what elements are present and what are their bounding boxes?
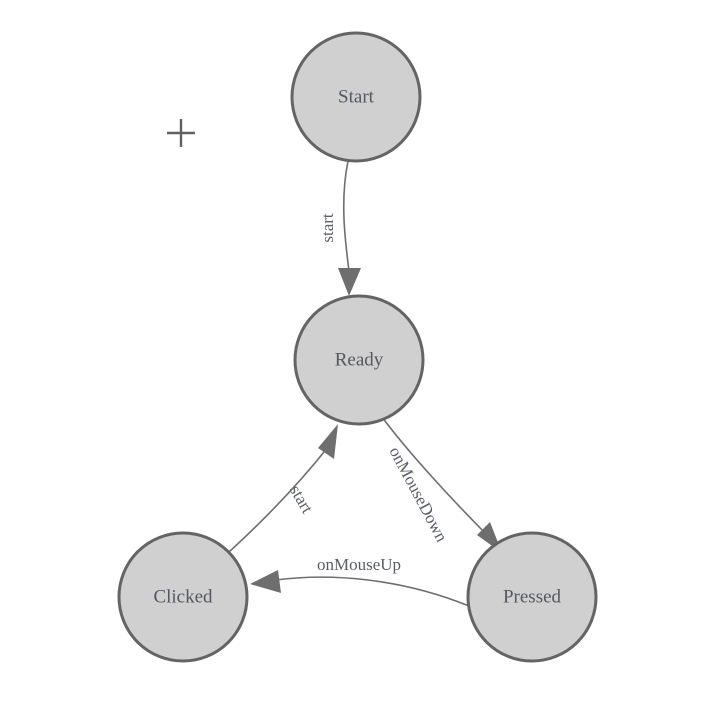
edge-label-clicked-to-ready: start bbox=[286, 482, 317, 517]
edge-start-to-ready-arrowhead bbox=[338, 268, 361, 296]
edge-pressed-to-clicked[interactable]: onMouseUp bbox=[250, 555, 470, 607]
node-start-circle bbox=[290, 31, 422, 163]
node-ready[interactable]: Ready bbox=[293, 294, 425, 426]
node-ready-label: Ready bbox=[335, 349, 384, 370]
edge-pressed-to-clicked-path bbox=[275, 576, 470, 607]
node-ready-circle bbox=[293, 294, 425, 426]
edge-clicked-to-ready[interactable]: start bbox=[228, 424, 338, 553]
node-clicked-circle bbox=[117, 531, 249, 663]
edge-start-to-ready[interactable]: start bbox=[318, 160, 361, 296]
edge-clicked-to-ready-path bbox=[228, 446, 329, 553]
node-clicked[interactable]: Clicked bbox=[117, 531, 249, 663]
node-clicked-label: Clicked bbox=[153, 586, 213, 607]
edge-label-ready-to-pressed: onMouseDown bbox=[385, 444, 451, 546]
edge-clicked-to-ready-arrowhead bbox=[318, 424, 338, 459]
edge-ready-to-pressed[interactable]: onMouseDown bbox=[381, 416, 502, 553]
edge-label-start-to-ready: start bbox=[318, 213, 337, 243]
edge-label-pressed-to-clicked: onMouseUp bbox=[317, 555, 401, 574]
node-pressed[interactable]: Pressed bbox=[466, 531, 598, 663]
node-pressed-label: Pressed bbox=[503, 586, 562, 607]
node-pressed-circle bbox=[466, 531, 598, 663]
edge-start-to-ready-path bbox=[342, 160, 350, 272]
node-start[interactable]: Start bbox=[290, 31, 422, 163]
node-start-label: Start bbox=[338, 86, 375, 107]
edge-ready-to-pressed-path bbox=[381, 416, 495, 543]
crosshair-icon bbox=[167, 119, 195, 147]
edge-pressed-to-clicked-arrowhead bbox=[250, 570, 281, 593]
